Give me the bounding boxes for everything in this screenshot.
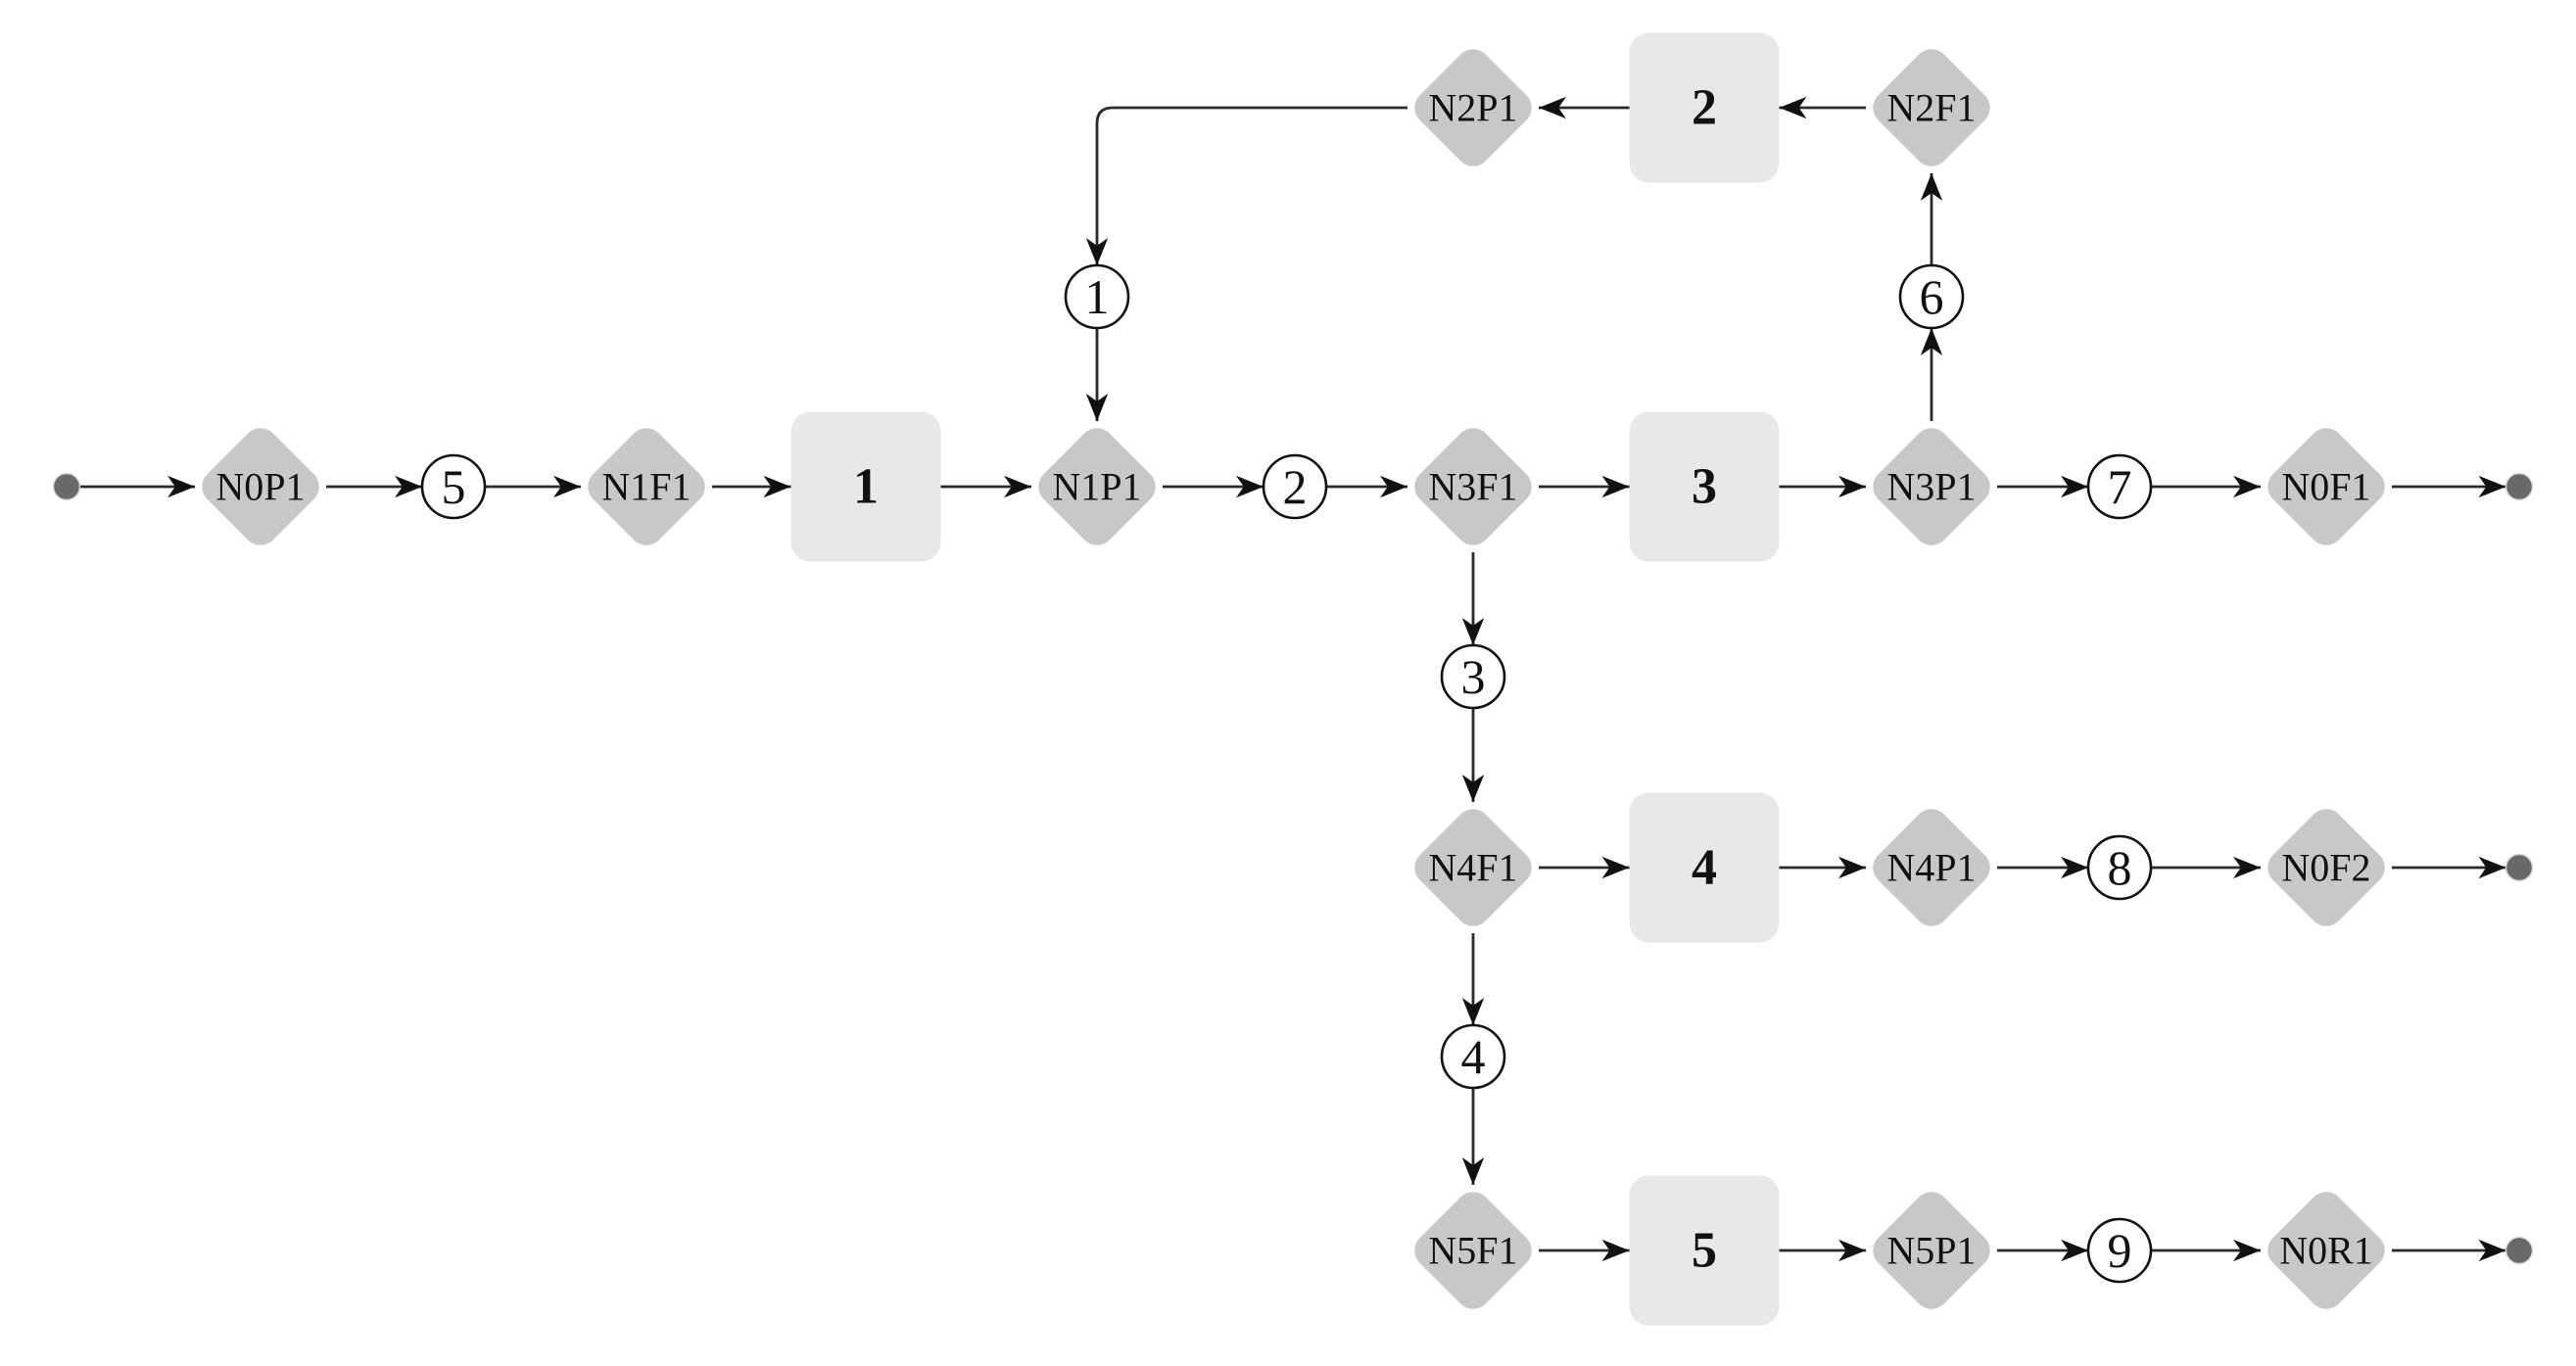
place-diamond-shape xyxy=(2267,1192,2385,1309)
transition-label: 1 xyxy=(853,459,879,515)
place-diamond-shape xyxy=(1873,428,1990,545)
arc-circle-shape xyxy=(1064,263,1130,330)
place-diamond-shape xyxy=(1873,1192,1990,1309)
terminal-dot-shape xyxy=(2504,1236,2534,1265)
transition-node-1: 1 xyxy=(790,411,941,562)
place-label: N0F2 xyxy=(2281,846,2370,890)
transition-box-shape xyxy=(790,411,941,562)
place-node-N4F1: N4F1 xyxy=(1414,809,1532,926)
transition-box-shape xyxy=(1629,1175,1780,1326)
arc-circle-shape xyxy=(1440,1023,1506,1090)
transition-node-4: 4 xyxy=(1629,792,1780,943)
arc-label: 5 xyxy=(442,459,466,514)
place-label: N4P1 xyxy=(1886,846,1976,890)
arc-circle-shape xyxy=(420,453,487,520)
arc-node-7: 7 xyxy=(2086,453,2153,520)
place-label: N4F1 xyxy=(1428,846,1517,890)
place-diamond-shape xyxy=(1414,1192,1532,1309)
arc-label: 3 xyxy=(1461,649,1486,704)
place-label: N2P1 xyxy=(1428,86,1517,130)
terminal-dot-shape xyxy=(2504,472,2534,501)
arc-circle-shape xyxy=(2086,453,2153,520)
place-node-N3F1: N3F1 xyxy=(1414,428,1532,545)
transition-box-shape xyxy=(1629,792,1780,943)
place-diamond-shape xyxy=(2267,809,2385,926)
arc-circle-shape xyxy=(1440,643,1506,710)
arc-label: 9 xyxy=(2108,1223,2132,1278)
place-node-N3P1: N3P1 xyxy=(1873,428,1990,545)
place-label: N1F1 xyxy=(601,465,691,509)
place-diamond-shape xyxy=(1038,428,1156,545)
arc-node-2: 2 xyxy=(1262,453,1328,520)
place-node-N1P1: N1P1 xyxy=(1038,428,1156,545)
place-diamond-shape xyxy=(1414,809,1532,926)
arc-label: 8 xyxy=(2108,840,2132,895)
place-node-N5P1: N5P1 xyxy=(1873,1192,1990,1309)
arc-node-5: 5 xyxy=(420,453,487,520)
place-label: N0F1 xyxy=(2281,465,2370,509)
edge-N2P1-a1 xyxy=(1085,106,1407,265)
transition-label: 4 xyxy=(1692,840,1717,896)
place-node-N2P1: N2P1 xyxy=(1414,49,1532,166)
place-label: N3F1 xyxy=(1428,465,1517,509)
place-label: N5P1 xyxy=(1886,1229,1976,1273)
place-node-N1F1: N1F1 xyxy=(588,428,705,545)
place-label: N5F1 xyxy=(1428,1229,1517,1273)
place-diamond-shape xyxy=(202,428,319,545)
arc-circle-shape xyxy=(1898,263,1965,330)
arc-node-8: 8 xyxy=(2086,834,2153,901)
arc-label: 2 xyxy=(1283,459,1308,514)
terminal-dot-shape xyxy=(2504,853,2534,882)
end-dot xyxy=(2504,472,2534,501)
terminal-dot-shape xyxy=(52,472,81,501)
end-dot xyxy=(2504,1236,2534,1265)
start-dot xyxy=(52,472,81,501)
place-node-N0R1: N0R1 xyxy=(2267,1192,2385,1309)
place-diamond-shape xyxy=(1873,49,1990,166)
transition-box-shape xyxy=(1629,411,1780,562)
place-label: N1P1 xyxy=(1052,465,1141,509)
place-diamond-shape xyxy=(2267,428,2385,545)
arc-label: 7 xyxy=(2108,459,2132,514)
arc-circle-shape xyxy=(2086,834,2153,901)
place-diamond-shape xyxy=(1414,428,1532,545)
arc-node-4: 4 xyxy=(1440,1023,1506,1090)
edge-layer xyxy=(79,96,2506,1262)
arc-label: 4 xyxy=(1461,1029,1486,1084)
arc-node-9: 9 xyxy=(2086,1217,2153,1284)
arc-circle-shape xyxy=(2086,1217,2153,1284)
arc-node-1: 1 xyxy=(1064,263,1130,330)
arc-circle-shape xyxy=(1262,453,1328,520)
end-dot xyxy=(2504,853,2534,882)
place-node-N2F1: N2F1 xyxy=(1873,49,1990,166)
transition-box-shape xyxy=(1629,32,1780,183)
transition-label: 5 xyxy=(1692,1223,1717,1279)
transition-node-5: 5 xyxy=(1629,1175,1780,1326)
place-diamond-shape xyxy=(1873,809,1990,926)
place-node-N0F2: N0F2 xyxy=(2267,809,2385,926)
place-node-N4P1: N4P1 xyxy=(1873,809,1990,926)
place-node-N0P1: N0P1 xyxy=(202,428,319,545)
place-diamond-shape xyxy=(1414,49,1532,166)
arc-node-6: 6 xyxy=(1898,263,1965,330)
arc-label: 1 xyxy=(1085,269,1110,324)
transition-node-3: 3 xyxy=(1629,411,1780,562)
arc-node-3: 3 xyxy=(1440,643,1506,710)
place-label: N0P1 xyxy=(215,465,305,509)
transition-label: 3 xyxy=(1692,459,1717,515)
place-node-N0F1: N0F1 xyxy=(2267,428,2385,545)
transition-label: 2 xyxy=(1692,80,1717,136)
place-diamond-shape xyxy=(588,428,705,545)
place-label: N2F1 xyxy=(1886,86,1976,130)
place-node-N5F1: N5F1 xyxy=(1414,1192,1532,1309)
arc-label: 6 xyxy=(1920,269,1944,324)
transition-node-2: 2 xyxy=(1629,32,1780,183)
place-label: N0R1 xyxy=(2279,1229,2373,1273)
place-label: N3P1 xyxy=(1886,465,1976,509)
